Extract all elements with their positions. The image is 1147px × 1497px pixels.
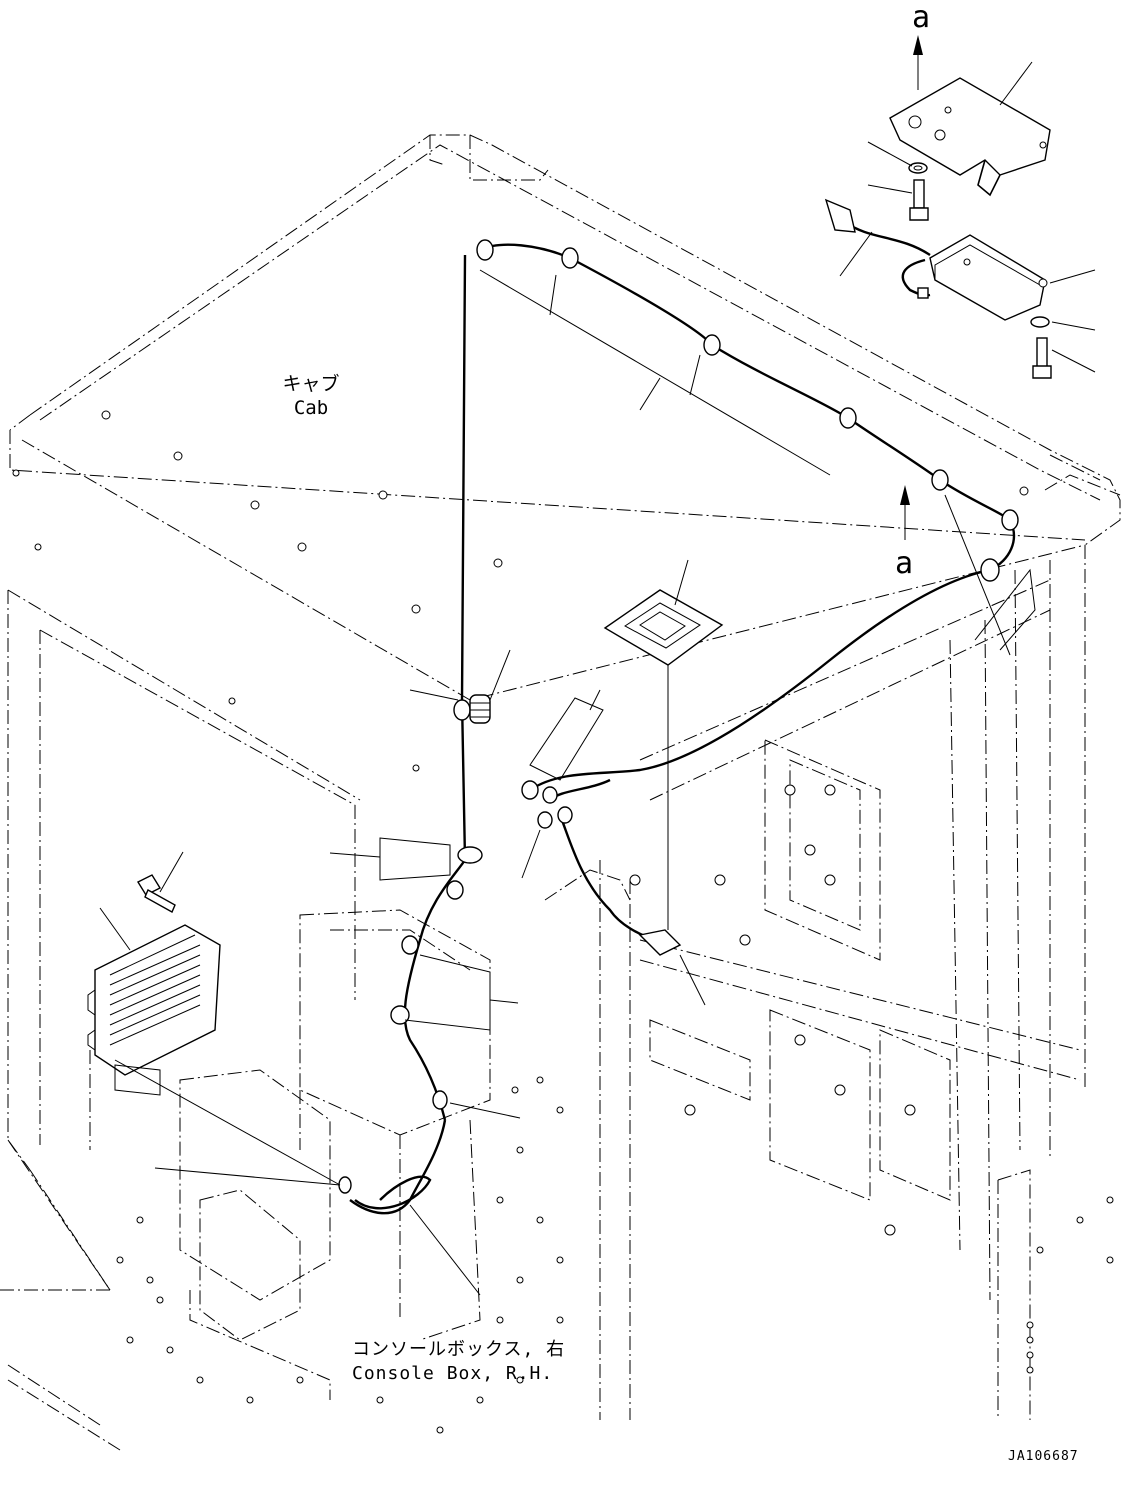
- view-reference-a-mid: a: [895, 546, 914, 581]
- controller-unit: [929, 234, 1048, 321]
- view-reference-a-top: a: [912, 0, 931, 35]
- view-arrow-mid: [900, 485, 910, 540]
- cab-roof-outline: [9, 134, 1121, 701]
- floor-bolt-dots: [116, 1076, 1114, 1434]
- console-box-label-jp: コンソールボックス, 右: [352, 1339, 566, 1360]
- ecu-module: [87, 924, 221, 1076]
- coil-connector: [469, 694, 491, 724]
- cab-label-jp: キャブ: [282, 373, 340, 395]
- washer-top: [908, 162, 928, 174]
- controller-bracket: [889, 77, 1051, 197]
- console-box-rh: [179, 909, 491, 1400]
- ecu-bolt: [137, 874, 176, 913]
- drawing-code: JA106687: [1008, 1449, 1079, 1464]
- cab-label: キャブ Cab: [276, 372, 346, 420]
- cab-label-en: Cab: [293, 397, 329, 419]
- cab-frame-outline: [0, 545, 1086, 1451]
- leader-lines: [99, 61, 1096, 1296]
- bolt-top: [909, 179, 929, 221]
- bolt-bottom: [1032, 337, 1052, 379]
- controller-pigtail: [824, 198, 931, 299]
- wire-harness: [349, 243, 1016, 1215]
- harness-clamps: [338, 239, 1019, 1194]
- console-box-label-en: Console Box, R.H.: [352, 1363, 554, 1384]
- roof-bolt-dots: [12, 410, 1029, 772]
- washer-bottom: [1030, 316, 1050, 328]
- roof-pad: [603, 589, 724, 930]
- pillar-connector: [638, 929, 682, 956]
- right-pillar-brackets: [629, 739, 951, 1236]
- view-arrow-top: [913, 35, 923, 90]
- console-box-label: コンソールボックス, 右 Console Box, R.H.: [352, 1338, 565, 1386]
